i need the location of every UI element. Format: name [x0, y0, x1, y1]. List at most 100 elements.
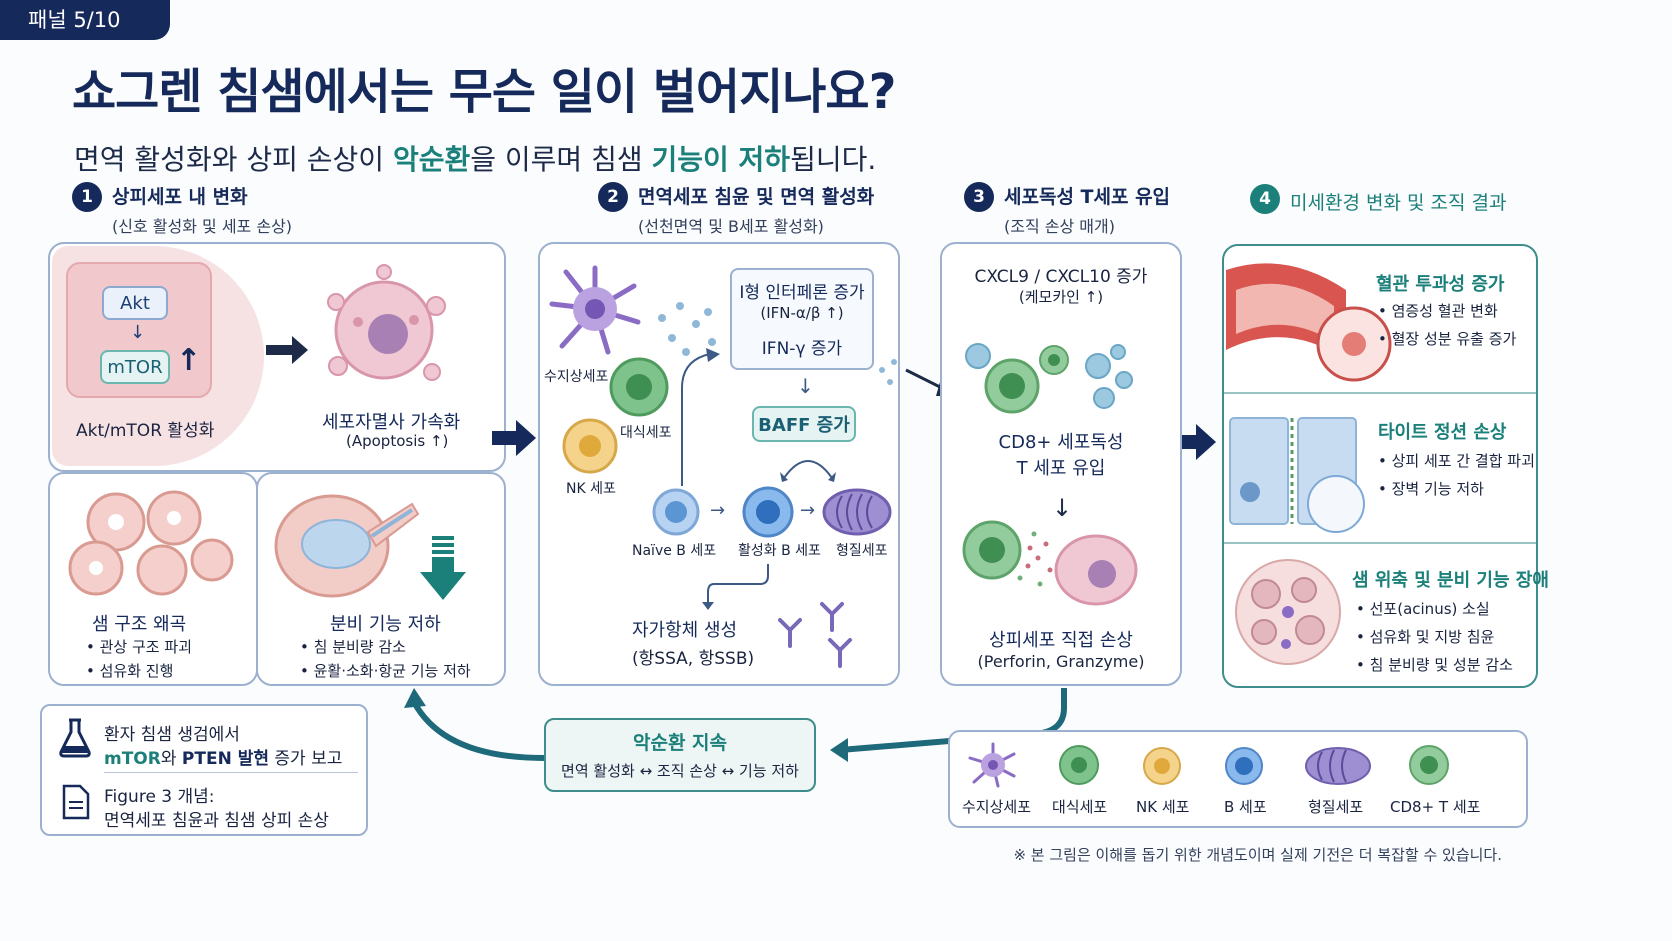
step-2-sub: (선천면역 및 B세포 활성화): [638, 217, 824, 236]
step-1-sub: (신호 활성화 및 세포 손상): [112, 217, 293, 236]
mtor-box: mTOR: [100, 350, 170, 384]
step-3-header: 3 세포독성 T세포 유입 (조직 손상 매개): [964, 182, 1170, 237]
apoptosis-title: 세포자멸사 가속화: [322, 412, 461, 433]
info-divider: [104, 772, 358, 773]
info-mtor: mTOR: [104, 749, 161, 769]
secretory-duct-icon: [274, 494, 420, 598]
step-3-number: 3: [964, 182, 994, 212]
antibody-icons: [778, 602, 852, 668]
apoptotic-cell-icon: [327, 264, 446, 381]
info-end: 증가 보고: [269, 749, 343, 769]
step-2-header: 2 면역세포 침윤 및 면역 활성화(선천면역 및 B세포 활성화): [598, 182, 874, 237]
subtitle-highlight-decline: 기능이 저하: [651, 143, 791, 176]
cd8-title-2: T 세포 유입: [1016, 458, 1106, 479]
blood-vessel-icon: [1226, 263, 1392, 382]
naive-b-cell-icon: [652, 488, 700, 536]
dendritic-cell-icon: [549, 265, 641, 355]
gland-structure-icon: [68, 490, 234, 596]
step-1-header: 1 상피세포 내 변화 (신호 활성화 및 세포 손상): [72, 182, 292, 237]
secretion-decrease-arrow-icon: [420, 536, 466, 600]
nk-cell-icon: [562, 418, 618, 474]
ifn-box: [730, 268, 874, 370]
baff-box: BAFF 증가: [752, 406, 856, 442]
footnote: ※ 본 그림은 이해를 돕기 위한 개념도이며 실제 기전은 더 복잡할 수 있…: [1013, 846, 1502, 864]
step-4-number: 4: [1250, 184, 1280, 214]
page-title: 쇼그렌 침샘에서는 무슨 일이 벌어지나요?: [72, 64, 896, 120]
cd8-cell-cluster-icon: [965, 343, 1133, 414]
mtor-up-arrow-icon: ↑: [176, 343, 202, 378]
page-subtitle: 면역 활성화와 상피 손상이 악순환을 이루며 침샘 기능이 저하됩니다.: [74, 138, 876, 178]
structure-bullet-2: 섬유화 진행: [86, 660, 174, 681]
info-and: 와: [160, 749, 182, 769]
arrow-section3-to-4-icon: [1172, 424, 1216, 460]
step-3-sub: (조직 손상 매개): [1004, 217, 1115, 236]
subtitle-highlight-cycle: 악순환: [392, 143, 471, 176]
ifn-sub: (IFN-α/β ↑): [760, 304, 844, 322]
chemokine-sub: (케모카인 ↑): [1018, 288, 1104, 306]
secretion-bullet-1: 침 분비량 감소: [300, 636, 406, 657]
arrow-to-ifn-icon: [681, 348, 720, 486]
macrophage-icon: [609, 357, 669, 417]
step-2-title: 면역세포 침윤 및 면역 활성화: [638, 186, 875, 208]
atrophy-bullet-2: 섬유화 및 지방 침윤: [1356, 626, 1495, 647]
info-box: [40, 704, 368, 836]
info-pten: PTEN 발현: [181, 749, 270, 769]
secretion-title: 분비 기능 저하: [330, 614, 441, 635]
legend-label-macrophage: 대식세포: [1052, 798, 1108, 816]
cycle-title: 악순환 지속: [632, 732, 727, 754]
ifn-title: I형 인터페론 증가: [739, 283, 865, 303]
autoantibody-title: 자가항체 생성: [632, 620, 738, 641]
arrow-akt-to-apoptosis-icon: [266, 336, 308, 364]
autoantibody-sub: (항SSA, 항SSB): [632, 649, 755, 669]
section-4-divider-1: [1224, 392, 1536, 394]
legend-label-plasma: 형질세포: [1308, 798, 1364, 816]
step-1-title: 상피세포 내 변화: [112, 186, 248, 208]
subtitle-part2: 을 이루며 침샘: [470, 143, 652, 176]
step-4-header: 4 미세환경 변화 및 조직 결과: [1250, 184, 1506, 215]
plasma-cell-icon: [822, 488, 892, 536]
info-line-1: 환자 침샘 생검에서: [104, 725, 240, 745]
tight-junction-bullet-2: 장벽 기능 저하: [1378, 478, 1484, 499]
apoptosis-sub: (Apoptosis ↑): [346, 432, 449, 450]
structure-title: 샘 구조 왜곡: [92, 614, 187, 635]
cd8-title: CD8+ 세포독성: [998, 432, 1124, 453]
naive-to-active-arrow-icon: →: [710, 500, 726, 521]
cytokine-dots-icon: [658, 302, 716, 356]
legend-label-cd8: CD8+ T 세포: [1390, 798, 1481, 816]
chemokine-title: CXCL9 / CXCL10 증가: [974, 267, 1148, 287]
akt-box: Akt: [102, 286, 168, 320]
naive-b-label: Naïve B 세포: [632, 543, 717, 559]
info-line-2: mTOR와 PTEN 발현 증가 보고: [104, 744, 342, 769]
step-3-title: 세포독성 T세포 유입: [1004, 186, 1171, 208]
akt-to-mtor-arrow-icon: ↓: [130, 322, 146, 343]
figure-line-1: Figure 3 개념:: [104, 787, 215, 807]
gland-atrophy-icon: [1235, 559, 1341, 665]
secretion-bullet-2: 윤활·소화·항균 기능 저하: [300, 660, 471, 681]
structure-bullet-1: 관상 구조 파괴: [86, 636, 192, 657]
vascular-title: 혈관 투과성 증가: [1376, 274, 1505, 295]
legend-plasma-icon: [1305, 747, 1371, 785]
subtitle-part1: 면역 활성화와 상피 손상이: [74, 143, 393, 176]
legend-label-dendritic: 수지상세포: [962, 798, 1032, 816]
damage-sub: (Perforin, Granzyme): [977, 652, 1145, 671]
atrophy-bullet-3: 침 분비량 및 성분 감소: [1356, 654, 1513, 675]
active-b-cell-icon: [742, 486, 794, 538]
cycle-box: [544, 718, 816, 792]
tight-junction-title: 타이트 정션 손상: [1378, 422, 1507, 443]
akt-mtor-label: Akt/mTOR 활성화: [76, 421, 215, 441]
legend-label-b: B 세포: [1224, 798, 1267, 816]
section-3-box: [940, 242, 1182, 686]
tight-junction-icon: [1229, 417, 1365, 533]
ifn-to-baff-arrow-icon: ↓: [797, 374, 814, 398]
active-to-plasma-arrow-icon: →: [800, 500, 816, 521]
cd8-to-damage-arrow-icon: ↓: [1052, 494, 1073, 522]
plasma-label: 형질세포: [836, 543, 888, 559]
nk-label: NK 세포: [566, 481, 616, 497]
macrophage-label: 대식세포: [620, 425, 672, 441]
active-b-label: 활성화 B 세포: [738, 543, 821, 559]
dendritic-label: 수지상세포: [544, 369, 609, 385]
step-1-number: 1: [72, 182, 102, 212]
atrophy-bullet-1: 선포(acinus) 소실: [1356, 598, 1490, 619]
atrophy-title: 샘 위축 및 분비 기능 장애: [1352, 570, 1549, 591]
vascular-bullet-1: 염증성 혈관 변화: [1378, 300, 1498, 321]
